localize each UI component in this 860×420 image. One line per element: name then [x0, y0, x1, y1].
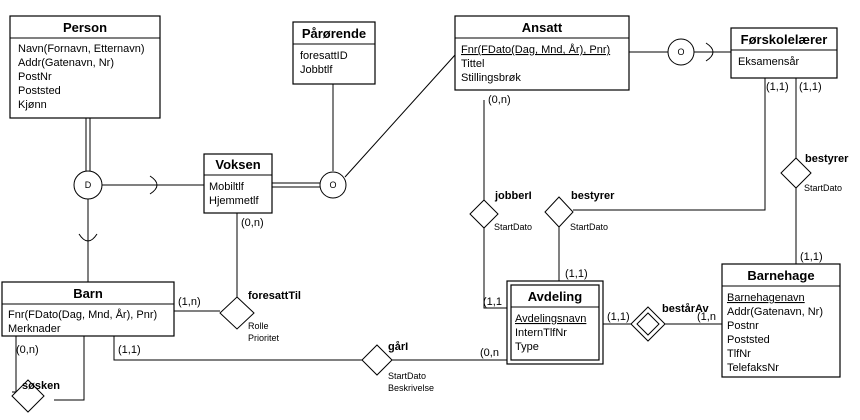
barnehage-attr-telefaksnr: TelefaksNr — [727, 362, 779, 374]
card-avdeling-gaari: (0,n — [480, 347, 499, 359]
card-barn-sosken: (0,n) — [16, 344, 39, 356]
parorende-attr-jobbtlf: Jobbtlf — [300, 64, 333, 76]
person-attr-kjonn: Kjønn — [18, 99, 47, 111]
subset-arc-forskole — [705, 42, 714, 62]
subset-arc-barn — [78, 233, 98, 242]
gaari-label: gårI — [388, 341, 408, 353]
jobberi-label: jobberI — [494, 190, 532, 202]
voksen-attr-mobiltlf: Mobiltlf — [209, 181, 245, 193]
entity-voksen-title: Voksen — [215, 157, 260, 172]
gaari-attr-startdato: StartDato — [388, 371, 426, 381]
person-attr-poststed: Poststed — [18, 85, 61, 97]
relationship-gaari[interactable]: gårI StartDato Beskrivelse — [361, 341, 434, 393]
person-attr-postnr: PostNr — [18, 71, 52, 83]
avdeling-attr-type: Type — [515, 341, 539, 353]
card-avdeling-bestyrer: (1,1) — [565, 268, 588, 280]
entity-voksen[interactable]: Voksen Mobiltlf Hjemmetlf — [203, 153, 273, 214]
foresatttil-attr-rolle: Rolle — [248, 321, 269, 331]
bestyrer-avd-label: bestyrer — [571, 190, 615, 202]
card-forskole-right: (1,1) — [799, 81, 822, 93]
relationship-foresatttil[interactable]: foresattTil Rolle Prioritet — [219, 290, 301, 343]
forskolelaerer-attr-eksamensar: Eksamensår — [738, 56, 799, 68]
avdeling-attr-avdelingsnavn: Avdelingsnavn — [515, 313, 586, 325]
spec-d-symbol: D — [85, 180, 92, 190]
card-forskole-left: (1,1) — [766, 81, 789, 93]
cardinality-labels: (0,n) (1,1) (1,1) (1,1) (1,1) (1,1 (1,1)… — [16, 81, 823, 359]
gaari-attr-beskrivelse: Beskrivelse — [388, 383, 434, 393]
barn-to-sosken-line-b — [54, 336, 85, 401]
o-to-ansatt-line — [344, 54, 456, 178]
entity-ansatt[interactable]: Ansatt Fnr(FDato(Dag, Mnd, År), Pnr) Tit… — [454, 15, 630, 91]
person-attr-navn: Navn(Fornavn, Etternavn) — [18, 43, 145, 55]
entity-barn-title: Barn — [73, 286, 103, 301]
spec-o-symbol-voksen: O — [329, 180, 336, 190]
jobberi-attr-startdato: StartDato — [494, 222, 532, 232]
barnehage-attr-addr: Addr(Gatenavn, Nr) — [727, 306, 823, 318]
subset-arc-voksen — [149, 175, 158, 195]
voksen-attr-hjemmetlf: Hjemmetlf — [209, 195, 259, 207]
card-ansatt-jobberi: (0,n) — [488, 94, 511, 106]
entity-person[interactable]: Person Navn(Fornavn, Etternavn) Addr(Gat… — [9, 15, 161, 119]
foresatttil-attr-prioritet: Prioritet — [248, 333, 280, 343]
card-barnehage-bestaarav: (1,n — [697, 311, 716, 323]
entity-barnehage-title: Barnehage — [747, 268, 814, 283]
barnehage-attr-poststed: Poststed — [727, 334, 770, 346]
entity-barnehage[interactable]: Barnehage Barnehagenavn Addr(Gatenavn, N… — [721, 263, 841, 378]
jobberi-to-avdeling-line — [483, 228, 507, 309]
relationship-jobberi[interactable]: jobberI StartDato — [469, 190, 532, 232]
barnehage-attr-postnr: Postnr — [727, 320, 759, 332]
parorende-attr-foresattid: foresattID — [300, 50, 348, 62]
relationship-bestyrer-barnehage[interactable]: bestyrer StartDato — [780, 153, 849, 193]
entity-forskolelaerer[interactable]: Førskolelærer Eksamensår — [730, 27, 838, 79]
barn-to-gaari-line — [113, 336, 362, 361]
ansatt-attr-stillingsbrok: Stillingsbrøk — [461, 72, 521, 84]
card-avdeling-jobberi: (1,1 — [483, 296, 502, 308]
bestyrer-avd-attr-startdato: StartDato — [570, 222, 608, 232]
barn-attr-fnr: Fnr(FDato(Dag, Mnd, År), Pnr) — [8, 308, 157, 321]
ansatt-attr-fnr: Fnr(FDato(Dag, Mnd, År), Pnr) — [461, 43, 610, 56]
card-barnehage-bestyrer: (1,1) — [800, 251, 823, 263]
person-attr-addr: Addr(Gatenavn, Nr) — [18, 57, 114, 69]
entity-parorende[interactable]: Pårørende foresattID Jobbtlf — [292, 21, 376, 85]
card-barn-foresatttil: (1,n) — [178, 296, 201, 308]
entity-ansatt-title: Ansatt — [522, 20, 563, 35]
specialization-person-d[interactable]: D — [73, 170, 103, 200]
entity-parorende-title: Pårørende — [302, 26, 366, 41]
card-barn-gaari: (1,1) — [118, 344, 141, 356]
entity-forskolelaerer-title: Førskolelærer — [741, 32, 828, 47]
card-avdeling-bestaarav: (1,1) — [607, 311, 630, 323]
foresatttil-label: foresattTil — [248, 290, 301, 302]
bestyrer-bh-label: bestyrer — [805, 153, 849, 165]
specialization-ansatt-o[interactable]: O — [667, 38, 695, 66]
entity-avdeling-title: Avdeling — [528, 289, 582, 304]
relationship-bestaarav[interactable]: bestårAv — [630, 303, 710, 342]
relationship-bestyrer-avdeling[interactable]: bestyrer StartDato — [544, 190, 615, 232]
entity-avdeling[interactable]: Avdeling Avdelingsnavn InternTlfNr Type — [506, 280, 604, 365]
card-voksen-foresatttil: (0,n) — [241, 217, 264, 229]
connector-lines — [12, 42, 797, 401]
forskole-to-bestyrer-avd-line — [573, 78, 766, 211]
avdeling-attr-interntlfnr: InternTlfNr — [515, 327, 567, 339]
ansatt-attr-tittel: Tittel — [461, 58, 484, 70]
bestaarav-label: bestårAv — [662, 303, 710, 315]
barnehage-attr-barnehagenavn: Barnehagenavn — [727, 292, 805, 304]
entity-person-title: Person — [63, 20, 107, 35]
relationship-sosken[interactable]: søsken — [11, 379, 60, 413]
entity-barn[interactable]: Barn Fnr(FDato(Dag, Mnd, År), Pnr) Merkn… — [1, 281, 175, 337]
bestyrer-bh-attr-startdato: StartDato — [804, 183, 842, 193]
spec-o-symbol-ansatt: O — [677, 47, 684, 57]
sosken-label: søsken — [22, 380, 60, 392]
specialization-voksen-o[interactable]: O — [319, 171, 347, 199]
barn-attr-merknader: Merknader — [8, 323, 61, 335]
barnehage-attr-tlfnr: TlfNr — [727, 348, 751, 360]
